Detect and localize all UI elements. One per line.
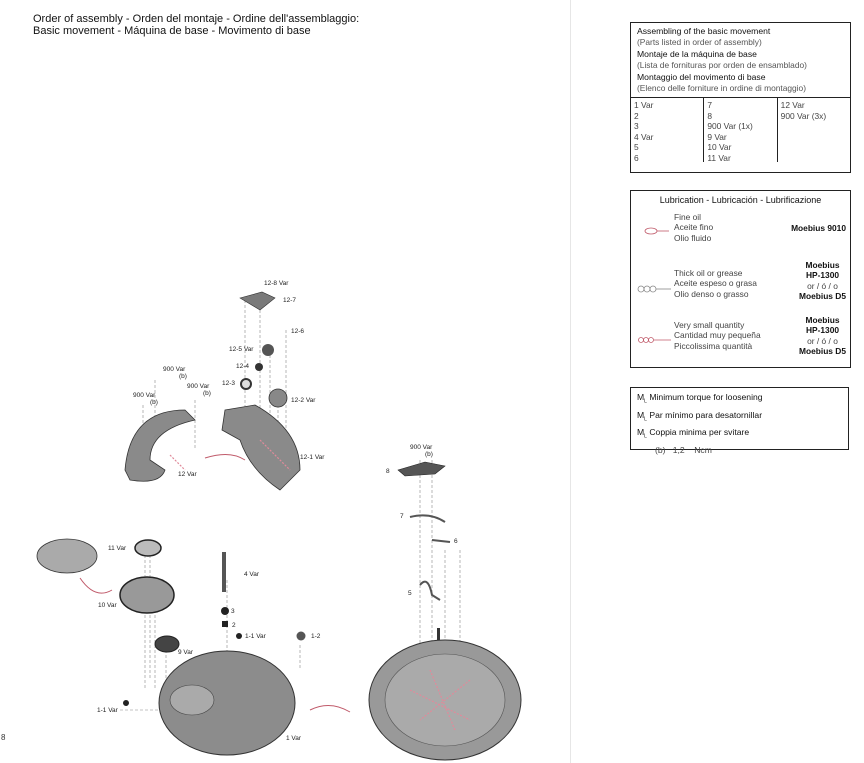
torque-box: ML Minimum torque for loosening ML Par m… xyxy=(630,387,849,455)
assembly-sub-en: (Parts listed in order of assembly) xyxy=(637,36,762,47)
label-b-a: (b) xyxy=(179,373,187,380)
label-4: 4 Var xyxy=(244,571,260,578)
label-12: 12 Var xyxy=(178,471,197,478)
torque-value-row: (b) 1,2 Ncm xyxy=(655,445,712,456)
wheel-9 xyxy=(154,635,180,653)
label-12-4: 12-4 xyxy=(236,363,250,370)
arrow-icon xyxy=(79,577,113,594)
small-drop-icon xyxy=(638,336,671,343)
lever-12-7 xyxy=(239,291,276,311)
page-number: 8 xyxy=(1,733,6,742)
title-line-1: Order of assembly - Orden del montaje - … xyxy=(33,13,360,25)
label-8: 8 xyxy=(386,468,390,475)
label-1-1: 1-1 Var xyxy=(245,633,266,640)
screw-1-1 xyxy=(236,633,242,639)
assembly-sub-es: (Lista de fornituras por orden de ensamb… xyxy=(637,59,807,70)
stem-4 xyxy=(222,552,226,592)
label-3: 3 xyxy=(231,608,235,615)
label-9: 9 Var xyxy=(178,649,194,656)
label-12-3: 12-3 xyxy=(222,380,236,387)
label-900-a: 900 Var xyxy=(163,366,186,373)
parts-column-2: 7 8 900 Var (1x) 9 Var 10 Var 11 Var xyxy=(703,98,776,163)
torque-line-es: ML Par mínimo para desatornillar xyxy=(637,409,763,423)
lub-product: Moebius 9010 xyxy=(791,222,846,233)
assembly-order-box: Assembling of the basic movement (Parts … xyxy=(630,22,851,173)
label-1-2: 1-2 xyxy=(311,633,321,640)
wheel-12-4 xyxy=(255,363,263,371)
assembly-heading-en: Assembling of the basic movement xyxy=(637,26,771,36)
screw-1-1b xyxy=(123,700,129,706)
label-12-2: 12-2 Var xyxy=(291,397,316,404)
torque-line-it: ML Coppia minima per svitare xyxy=(637,427,750,441)
main-plate-1 xyxy=(158,650,296,756)
label-12-7: 12-7 xyxy=(283,297,297,304)
label-10: 10 Var xyxy=(98,602,117,609)
label-1: 1 Var xyxy=(286,735,302,742)
wheel-12-5 xyxy=(262,344,274,356)
label-12-1: 12-1 Var xyxy=(300,454,325,461)
part-6 xyxy=(431,539,451,543)
label-6: 6 xyxy=(454,538,458,545)
parts-column-3: 12 Var 900 Var (3x) xyxy=(776,98,850,162)
label-12-5: 12-5 Var xyxy=(229,346,254,353)
oil-drop-icon xyxy=(644,227,669,234)
label-900-c: 900 Var xyxy=(133,392,156,399)
part-8 xyxy=(397,461,446,477)
part-7 xyxy=(409,514,446,523)
label-900-d: 900 Var xyxy=(410,444,433,451)
arrow-icon xyxy=(204,454,246,461)
oscillating-weight xyxy=(36,538,98,574)
label-1-1b: 1-1 Var xyxy=(97,707,118,714)
ring-12-3 xyxy=(240,378,252,390)
part-2 xyxy=(222,621,228,627)
assembly-heading-it: Montaggio del movimento di base xyxy=(637,72,766,82)
lubrication-box: Lubrication - Lubricación - Lubrificazio… xyxy=(630,190,851,368)
label-12-6: 12-6 xyxy=(291,328,305,335)
wheel-10 xyxy=(119,576,175,614)
page-title: Order of assembly - Orden del montaje - … xyxy=(33,13,359,37)
label-b-d: (b) xyxy=(425,451,433,458)
torque-line-en: ML Minimum torque for loosening xyxy=(637,392,763,405)
arrow-icon xyxy=(309,705,351,713)
grease-drop-icon xyxy=(637,285,671,292)
bridge-part-12-1 xyxy=(221,404,301,491)
label-2: 2 xyxy=(232,622,236,629)
bridge-part-12 xyxy=(124,409,196,482)
part-1-2 xyxy=(296,631,306,641)
assembly-sub-it: (Elenco delle forniture in ordine di mon… xyxy=(637,82,806,93)
exploded-movement-diagram xyxy=(36,291,522,761)
label-b-c: (b) xyxy=(150,399,158,406)
lubrication-points xyxy=(169,439,471,731)
label-900-b: 900 Var xyxy=(187,383,210,390)
page-divider xyxy=(570,0,571,763)
wheel-12-2 xyxy=(268,388,288,408)
assembly-heading-es: Montaje de la máquina de base xyxy=(637,49,757,59)
label-7: 7 xyxy=(400,513,404,520)
label-12-8: 12-8 Var xyxy=(264,280,289,287)
wheel-11 xyxy=(134,539,162,557)
parts-column-1: 1 Var 2 3 4 Var 5 6 xyxy=(634,100,654,163)
label-5: 5 xyxy=(408,590,412,597)
part-5 xyxy=(419,580,441,601)
label-b-b: (b) xyxy=(203,390,211,397)
label-11: 11 Var xyxy=(108,545,127,552)
lubrication-title: Lubrication - Lubricación - Lubrificazio… xyxy=(659,195,822,205)
title-line-2: Basic movement - Máquina de base - Movim… xyxy=(33,25,311,37)
part-3 xyxy=(221,607,229,615)
